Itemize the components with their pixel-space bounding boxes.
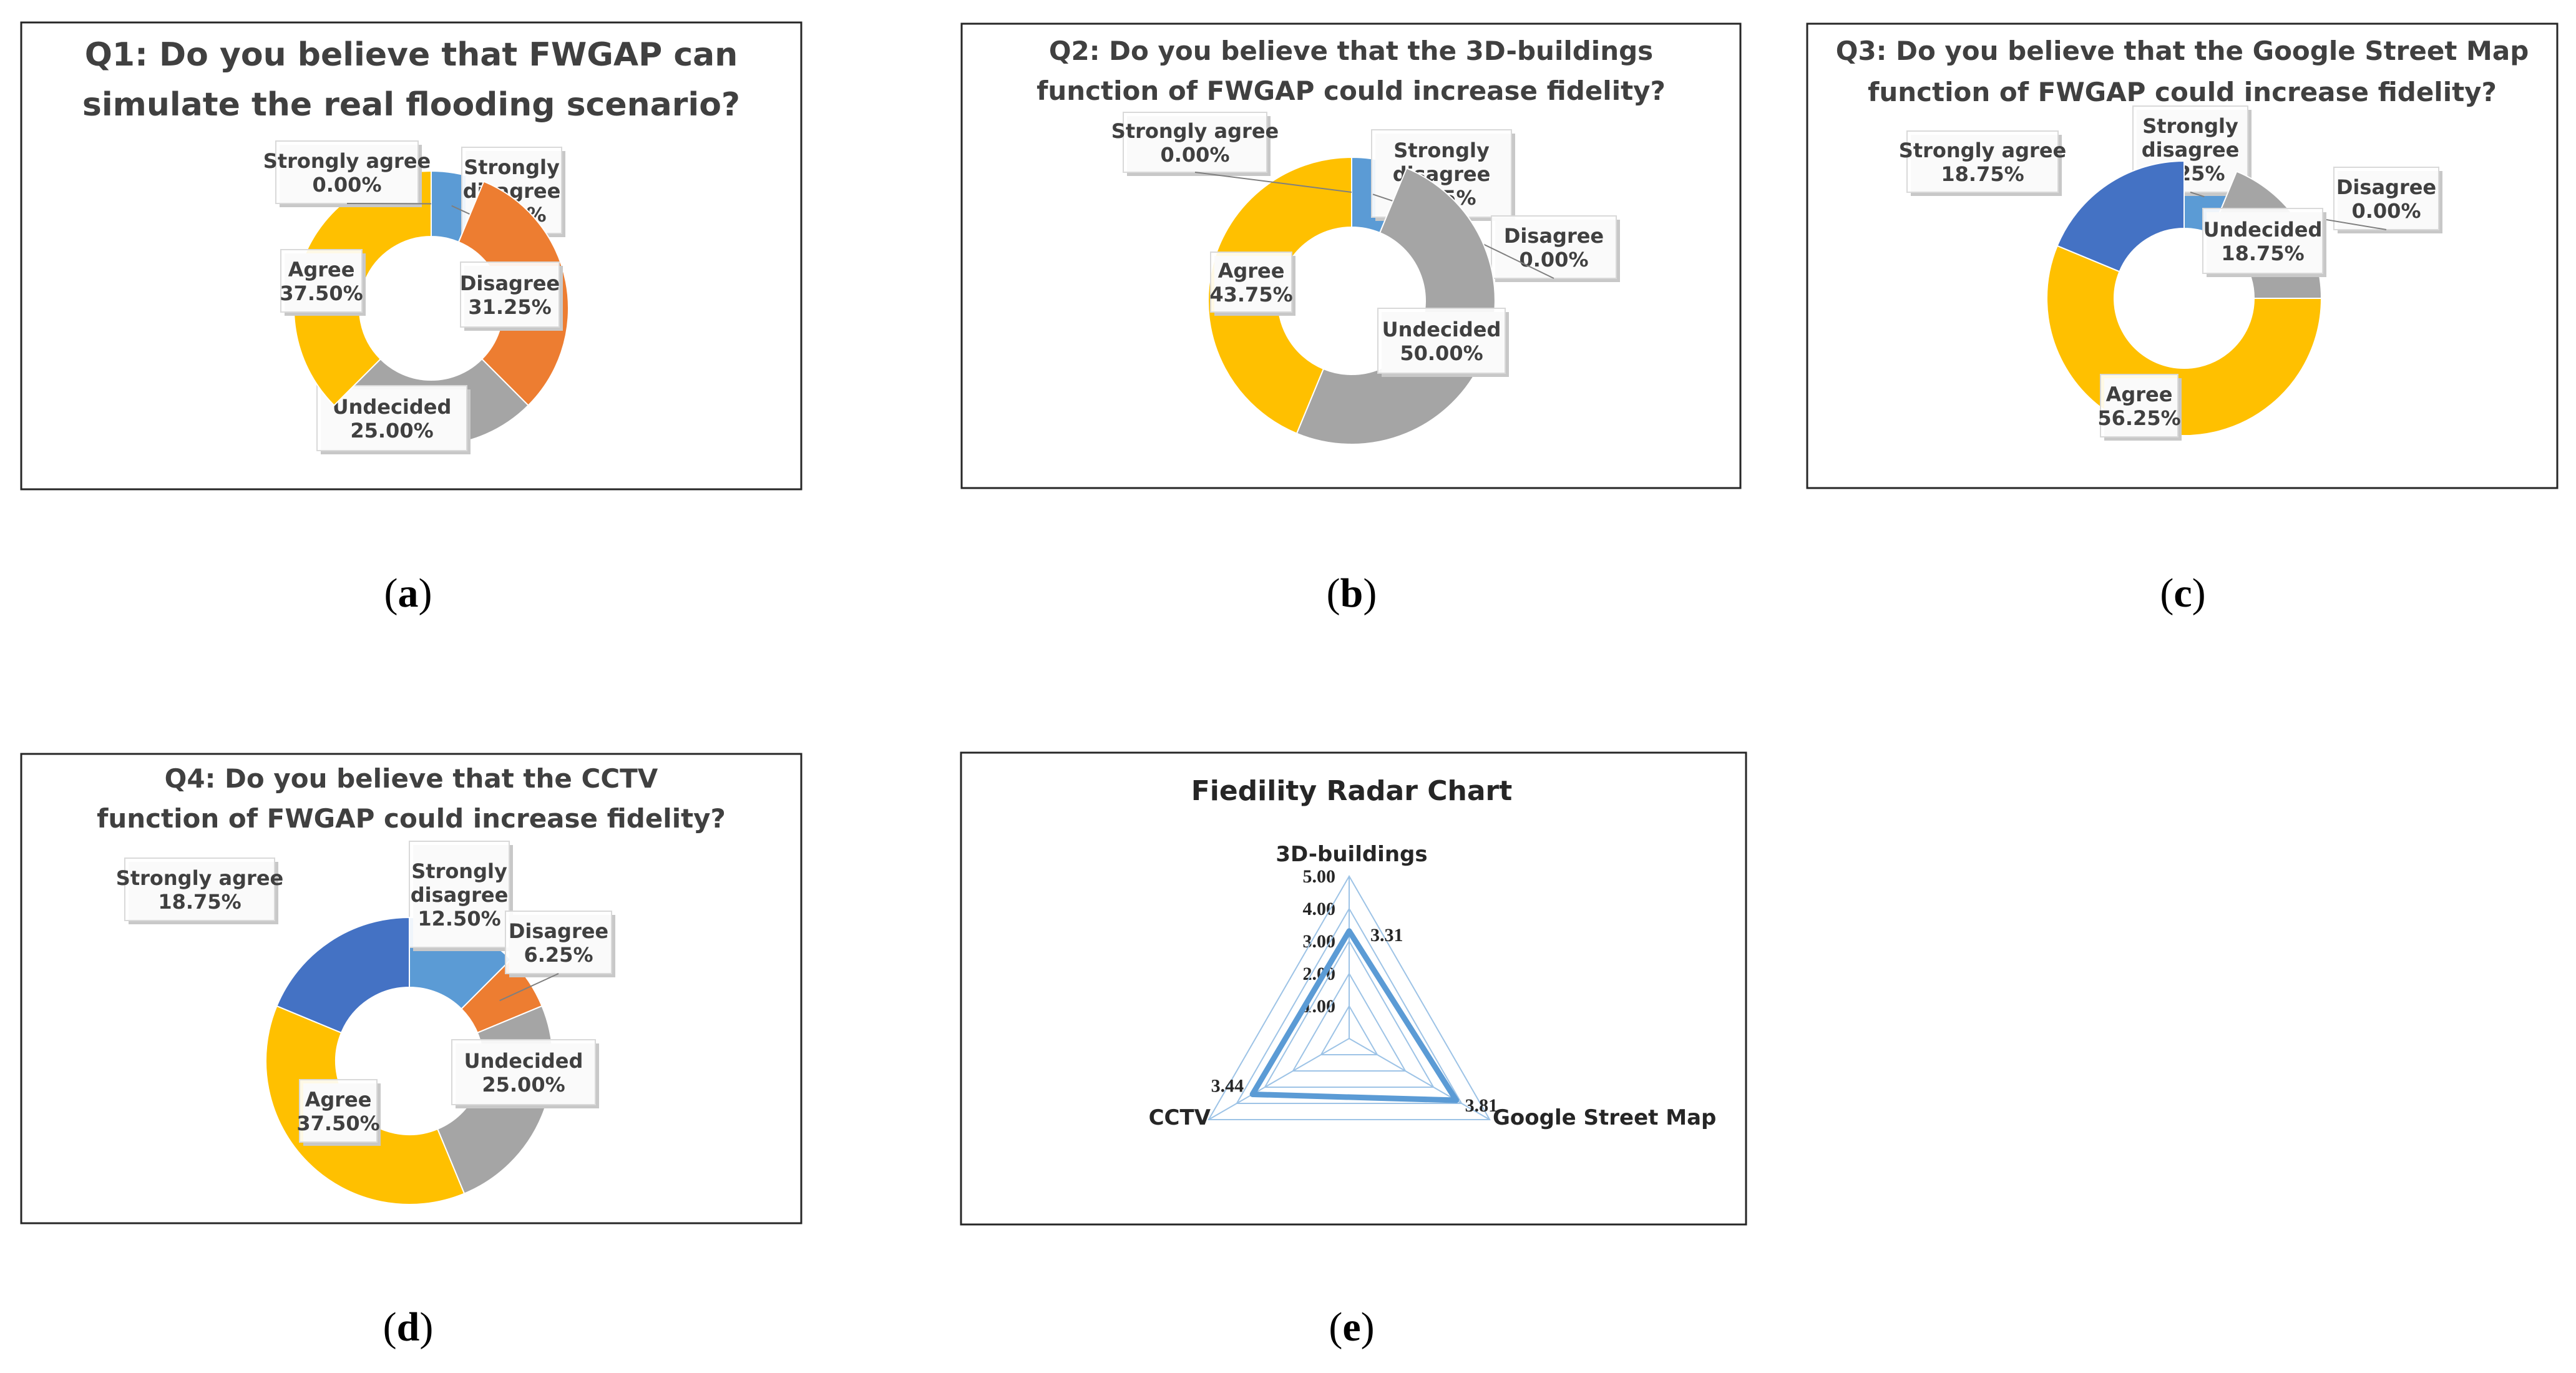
leader-line — [499, 973, 559, 1002]
doughnut-chart-q4: Q4: Do you believe that the CCTV function… — [20, 753, 803, 1224]
label-category: Disagree — [509, 919, 608, 943]
chart-frame — [960, 751, 1747, 1226]
panel-caption: (e) — [1329, 1304, 1374, 1350]
doughnut-chart-q1: Q1: Do you believe that FWGAP can simulat… — [20, 21, 803, 491]
leader-line — [346, 203, 432, 205]
chart-title: simulate the real flooding scenario? — [82, 86, 740, 124]
label-category: Agree — [305, 1088, 372, 1112]
label-percent: 0.00% — [312, 173, 381, 197]
label-category: Disagree — [460, 271, 560, 295]
label-category: Strongly — [411, 859, 507, 883]
label-category: Undecided — [2203, 218, 2323, 242]
radar-grid-ring — [1236, 907, 1463, 1104]
label-category: Disagree — [1504, 224, 1604, 248]
label-category: Undecided — [1382, 318, 1501, 341]
label-category: Strongly agree — [1111, 119, 1279, 143]
label-category: Strongly agree — [263, 149, 431, 173]
label-category: Agree — [2106, 383, 2173, 406]
label-percent: 50.00% — [1400, 341, 1483, 365]
label-category: Agree — [1218, 259, 1285, 283]
label-category: Agree — [288, 258, 355, 281]
chart-title: function of FWGAP could increase fidelit… — [1037, 76, 1666, 106]
label-percent: 0.00% — [1160, 143, 1229, 167]
label-percent: 43.75% — [1209, 283, 1292, 306]
panel-caption: (b) — [1327, 570, 1377, 616]
label-category: Strongly agree — [1899, 139, 2066, 162]
radar-spoke — [1208, 1038, 1350, 1120]
label-percent: 31.25% — [468, 295, 551, 319]
radar-grid-ring — [1208, 874, 1491, 1120]
label-percent: 18.75% — [1941, 162, 2024, 186]
chart-title: Q1: Do you believe that FWGAP can — [85, 36, 738, 74]
leader-line — [1194, 172, 1352, 193]
label-category: Strongly — [2142, 114, 2238, 138]
radar-grid-ring — [1292, 972, 1407, 1072]
label-category: Strongly — [464, 155, 560, 179]
label-category: Strongly agree — [116, 866, 283, 890]
radar-axis-label: Google Street Map — [1493, 1105, 1716, 1130]
label-category: disagree — [2142, 138, 2240, 162]
doughnut-chart-q3: Q3: Do you believe that the Google Stree… — [1806, 22, 2559, 489]
chart-title: Q3: Do you believe that the Google Stree… — [1836, 36, 2529, 66]
panel-caption: (a) — [384, 570, 432, 616]
radar-grid-ring — [1264, 939, 1435, 1088]
label-percent: 18.75% — [2221, 242, 2304, 265]
label-category: Undecided — [464, 1049, 583, 1073]
leader-line — [2190, 192, 2205, 198]
chart-title: Q2: Do you believe that the 3D-buildings — [1049, 36, 1653, 66]
radial-tick-label: 5.00 — [1303, 866, 1336, 887]
label-percent: 25.00% — [482, 1073, 565, 1097]
radar-axis-label: 3D-buildings — [1276, 842, 1427, 867]
label-category: Strongly — [1393, 139, 1490, 162]
chart-title: Q4: Do you believe that the CCTV — [165, 763, 658, 794]
label-category: disagree — [411, 883, 509, 907]
radar-chart-fidelity: Fiedility Radar Chart1.002.003.004.005.0… — [960, 751, 1747, 1226]
radar-axis-label: CCTV — [1149, 1105, 1211, 1130]
radar-value-label: 3.31 — [1370, 925, 1403, 945]
chart-title: Fiedility Radar Chart — [1191, 775, 1513, 807]
chart-title: function of FWGAP could increase fidelit… — [97, 803, 726, 834]
label-percent: 0.00% — [1519, 248, 1588, 271]
label-percent: 37.50% — [280, 281, 363, 305]
label-percent: 37.50% — [296, 1112, 379, 1135]
slice-strongly-agree — [2056, 160, 2185, 273]
radar-value-label: 3.81 — [1465, 1095, 1498, 1116]
slice-strongly-agree — [276, 916, 410, 1034]
label-percent: 25.00% — [350, 419, 433, 442]
doughnut-chart-q2: Q2: Do you believe that the 3D-buildings… — [960, 22, 1742, 489]
label-category: Undecided — [333, 395, 452, 419]
label-percent: 56.25% — [2097, 406, 2180, 430]
label-percent: 18.75% — [158, 890, 241, 914]
label-percent: 6.25% — [524, 943, 593, 967]
radar-series-line — [1249, 928, 1460, 1103]
radar-grid-ring — [1320, 1004, 1378, 1055]
radar-spoke — [1349, 1038, 1490, 1120]
panel-caption: (c) — [2160, 570, 2205, 616]
label-percent: 0.00% — [2351, 199, 2421, 223]
chart-title: function of FWGAP could increase fidelit… — [1868, 77, 2497, 107]
label-category: Disagree — [2336, 175, 2436, 199]
radar-value-label: 3.44 — [1211, 1075, 1244, 1096]
panel-caption: (d) — [383, 1304, 434, 1350]
label-percent: 12.50% — [417, 907, 500, 931]
